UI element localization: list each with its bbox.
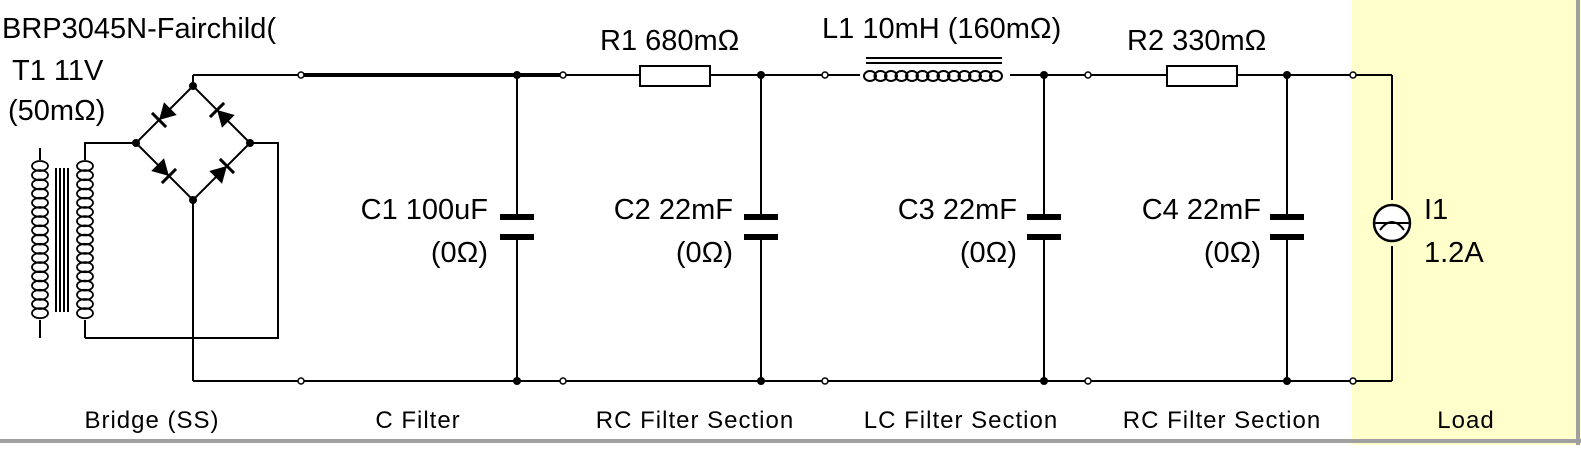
r2-resistor [1166,65,1238,87]
junction-c3-bottom [1040,377,1048,385]
c2-plate-top [744,214,778,220]
junction-c4-top [1283,71,1291,79]
terminal-load-bottom [1349,377,1357,385]
bridge-ac-left [84,142,136,160]
diode-d1 [150,102,177,129]
c2-esr: (0Ω) [676,237,733,269]
terminal-lc-bottom [821,377,829,385]
c4-plate-top [1270,214,1304,220]
terminal-cfilter-bottom [297,377,305,385]
part-title: BRP3045N-Fairchild( [2,13,276,45]
terminal-cfilter-top [297,71,305,79]
i1-value: 1.2A [1424,237,1484,269]
section-label-rc-filter-2: RC Filter Section [1123,407,1321,434]
section-label-c-filter: C Filter [375,407,460,434]
junction-c4-bottom [1283,377,1291,385]
c4-esr: (0Ω) [1204,237,1261,269]
section-label-load: Load [1437,407,1494,434]
c2-label: C2 22mF [614,194,733,226]
c1-plate-bottom [500,234,534,240]
c1-esr: (0Ω) [431,237,488,269]
junction-c3-top [1040,71,1048,79]
c4-label: C4 22mF [1142,194,1261,226]
terminal-lc-top [821,71,829,79]
c3-plate-bottom [1027,234,1061,240]
r2-label: R2 330mΩ [1127,25,1266,57]
terminal-rc1-top [559,71,567,79]
junction-c2-top [757,71,765,79]
junction-c2-bottom [757,377,765,385]
junction-bridge-top [189,82,197,90]
bridge-outline [134,75,252,202]
r1-resistor [639,65,711,87]
terminal-load-top [1349,71,1357,79]
diode-d3 [151,158,178,185]
c3-label: C3 22mF [898,194,1017,226]
t1-resistance: (50mΩ) [8,95,105,127]
c1-label: C1 100uF [361,194,488,226]
c1-plate-top [500,214,534,220]
section-label-rc-filter-1: RC Filter Section [596,407,794,434]
junction-bridge-left [132,139,140,147]
junction-c1-bottom [513,377,521,385]
i1-label: I1 [1424,194,1448,226]
c3-esr: (0Ω) [960,237,1017,269]
terminal-rc2-top [1084,71,1092,79]
section-label-bridge: Bridge (SS) [84,407,219,434]
junction-bridge-right [246,139,254,147]
junction-bridge-bottom [189,196,197,204]
diode-d4 [209,157,236,184]
i1-source-arc [1379,221,1405,231]
section-label-lc-filter: LC Filter Section [864,407,1058,434]
c2-plate-bottom [744,234,778,240]
l1-label: L1 10mH (160mΩ) [822,13,1061,45]
r1-label: R1 680mΩ [600,25,739,57]
terminal-rc1-bottom [559,377,567,385]
diode-d2 [208,101,235,128]
terminal-rc2-bottom [1084,377,1092,385]
junction-c1-top [513,71,521,79]
t1-label: T1 11V [12,55,104,87]
transformer-t1 [31,160,94,320]
c3-plate-top [1027,214,1061,220]
c4-plate-bottom [1270,234,1304,240]
l1-inductor [863,57,1003,82]
bridge-ac-right [130,142,279,339]
